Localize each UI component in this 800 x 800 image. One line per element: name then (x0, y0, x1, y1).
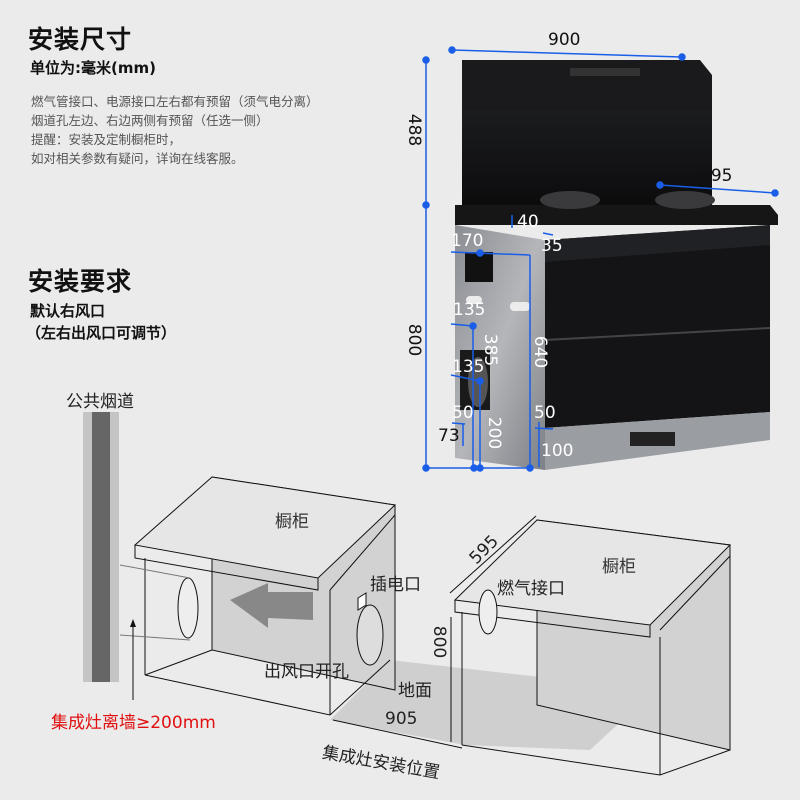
dim-40: 40 (517, 212, 539, 232)
airflow-arrow-icon (230, 583, 313, 628)
install-req-line2: （左右出风口可调节） (26, 324, 177, 342)
front-panel (545, 225, 770, 428)
dim-width: 900 (548, 30, 581, 50)
hood-top (462, 60, 712, 112)
unit-label: 单位为:毫米(mm) (30, 59, 156, 77)
wall-distance-warning: 集成灶离墙≥200mm (51, 713, 216, 733)
left-cabinet (119, 476, 397, 716)
note-line: 燃气管接口、电源接口左右都有预留（须气电分离） (31, 94, 319, 109)
install-notes: 燃气管接口、电源接口左右都有预留（须气电分离） 烟道孔左边、右边两侧有预留（任选… (31, 92, 319, 168)
install-size-title: 安装尺寸 (28, 25, 133, 54)
dim-905: 905 (385, 709, 418, 729)
vent-hole-label: 出风口开孔 (264, 662, 349, 682)
flue-label: 公共烟道 (66, 392, 134, 412)
note-line: 如对相关参数有疑问，详询在线客服。 (31, 151, 244, 166)
power-port-label: 插电口 (370, 575, 421, 595)
dim-135-upper: 135 (453, 300, 486, 320)
dim-50-right: 50 (534, 403, 556, 423)
dim-170: 170 (451, 231, 484, 251)
cooktop (455, 205, 778, 225)
cabinet-left-label: 橱柜 (275, 512, 309, 532)
dim-depth: 595 (700, 166, 733, 186)
dim-100: 100 (541, 441, 574, 461)
note-line: 烟道孔左边、右边两侧有预留（任选一侧） (31, 113, 269, 128)
dimension-lines (422, 46, 779, 472)
note-line: 提醒：安装及定制橱柜时， (31, 132, 182, 147)
gas-port-label: 燃气接口 (497, 579, 565, 599)
dim-135-lower: 135 (452, 357, 485, 377)
dim-35: 35 (541, 236, 563, 256)
floor-label: 地面 (398, 681, 432, 701)
right-cabinet (332, 515, 732, 776)
dim-50-left: 50 (452, 403, 474, 423)
dim-800-cabinet: 800 (429, 625, 450, 659)
cabinet-right-label: 橱柜 (602, 557, 636, 577)
dim-73: 73 (438, 426, 460, 446)
install-req-title: 安装要求 (28, 267, 133, 296)
install-req-line1: 默认右风口 (30, 302, 106, 320)
